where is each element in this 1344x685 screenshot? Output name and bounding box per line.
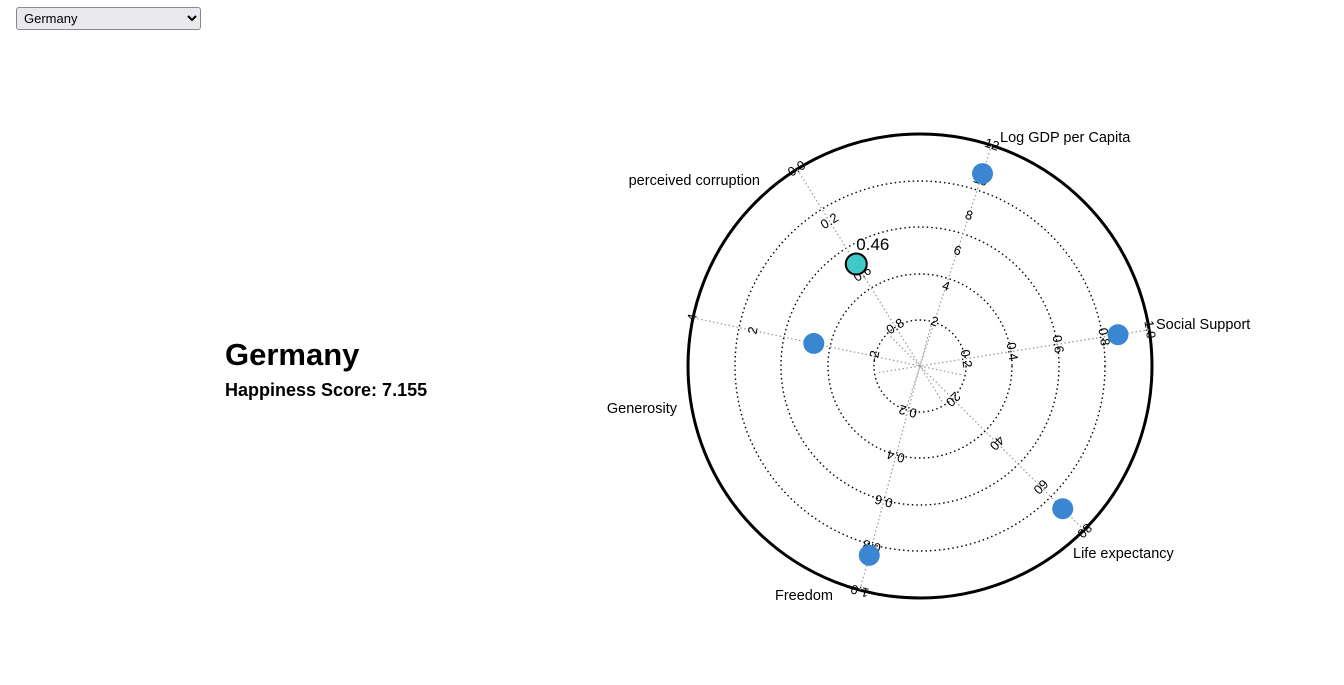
radar-grid-circle (827, 273, 1013, 459)
radar-axis-line (796, 168, 943, 402)
radar-axis-label: perceived corruption (629, 173, 760, 189)
radar-tick-label: 4 (684, 312, 700, 322)
radar-axis-label: Generosity (607, 401, 678, 417)
radar-axis-label: Life expectancy (1073, 546, 1175, 562)
radar-grid-circle (873, 319, 967, 413)
radar-tick-label: 12 (983, 135, 1001, 154)
radar-tick-label: 2 (745, 325, 761, 335)
radar-tick-label: 0.6 (1050, 334, 1068, 354)
radar-axis-label: Social Support (1156, 317, 1250, 333)
radar-outer-circle (686, 132, 1154, 600)
radar-axis-line (878, 329, 1150, 374)
radar-data-point (1052, 498, 1074, 520)
radar-data-point (858, 544, 880, 566)
radar-tick-label: 1.0 (1141, 319, 1159, 339)
country-title: Germany (225, 337, 360, 372)
radar-highlight-point (844, 252, 868, 276)
radar-data-point (972, 163, 994, 185)
radar-tick-label: 20 (943, 389, 964, 410)
radar-axis-line (692, 317, 961, 376)
radar-tick-label: 60 (1031, 477, 1052, 498)
radar-tick-label: 1.0 (849, 582, 870, 601)
radar-tick-label: 6 (952, 242, 964, 259)
radar-tick-label: 4 (940, 278, 952, 295)
radar-grid-circle (734, 180, 1106, 552)
radar-tick-label: 0.2 (897, 402, 918, 421)
radar-grid-circle (780, 226, 1060, 506)
radar-data-point (1107, 324, 1129, 346)
radar-tick-label: 2 (929, 313, 941, 330)
radar-tick-label: 8 (963, 207, 975, 224)
radar-axis-label: Freedom (775, 588, 833, 604)
radar-axis-label: Log GDP per Capita (1000, 130, 1131, 146)
radar-tick-label: 0.4 (885, 447, 906, 466)
radar-tick-label: -2 (865, 349, 882, 363)
radar-tick-label: 0.2 (958, 349, 976, 369)
happiness-score: Happiness Score: 7.155 (225, 380, 428, 400)
radar-data-point (803, 332, 825, 354)
radar-tick-label: 0.6 (873, 492, 894, 511)
country-select[interactable]: Germany (16, 7, 201, 30)
radar-tick-label: 0.2 (818, 210, 841, 232)
radar-tick-label: 0.8 (883, 315, 906, 337)
radar-tick-label: 0.4 (1004, 341, 1022, 361)
radar-highlight-label: 0.46 (856, 235, 889, 254)
radar-axis-line (906, 145, 993, 406)
radar-axis-line (890, 336, 1085, 531)
